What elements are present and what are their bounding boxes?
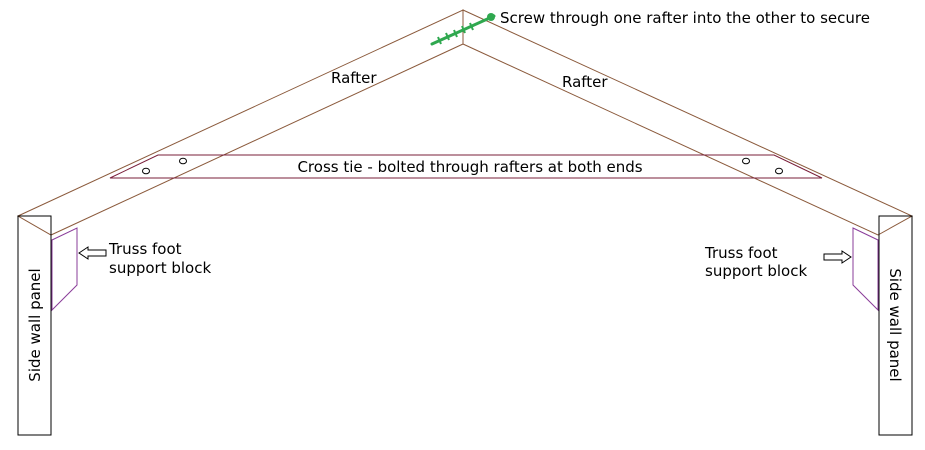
support-right-label-line2: support block	[705, 262, 807, 280]
bolt-hole-left-upper	[179, 157, 187, 165]
bolt-hole-left-lower	[142, 167, 150, 175]
support-left-label-line1: Truss foot	[108, 240, 182, 258]
bolt-hole-right-upper	[742, 157, 750, 165]
support-left-label-line2: support block	[109, 259, 211, 277]
support-block-right-shape	[852, 227, 879, 312]
support-block-left: Truss foot support block	[51, 227, 211, 312]
side-wall-panel-right: Side wall panel	[878, 215, 913, 436]
arrow-left-icon	[78, 246, 107, 260]
rafter-left	[16, 9, 464, 236]
rafter-right-label: Rafter	[562, 73, 608, 91]
wall-left-rect	[17, 215, 52, 436]
side-wall-panel-left: Side wall panel	[17, 215, 52, 436]
support-block-left-shape	[51, 227, 78, 312]
rafter-right-body	[462, 9, 914, 236]
rafter-left-label: Rafter	[331, 69, 377, 87]
support-right-label-line1: Truss foot	[704, 244, 778, 262]
cross-tie-label: Cross tie - bolted through rafters at bo…	[297, 158, 642, 176]
cross-tie: Cross tie - bolted through rafters at bo…	[109, 154, 823, 179]
rafter-left-body	[16, 9, 464, 236]
arrow-right-icon	[823, 250, 852, 264]
bolt-hole-right-lower	[775, 167, 783, 175]
cross-tie-body	[109, 154, 823, 179]
rafter-right	[462, 9, 914, 236]
screw-icon	[430, 13, 496, 46]
wall-right-label: Side wall panel	[886, 268, 904, 381]
screw-note-label: Screw through one rafter into the other …	[500, 9, 870, 27]
wall-right-rect	[878, 215, 913, 436]
wall-left-label: Side wall panel	[26, 268, 44, 381]
support-block-right: Truss foot support block	[704, 227, 879, 312]
